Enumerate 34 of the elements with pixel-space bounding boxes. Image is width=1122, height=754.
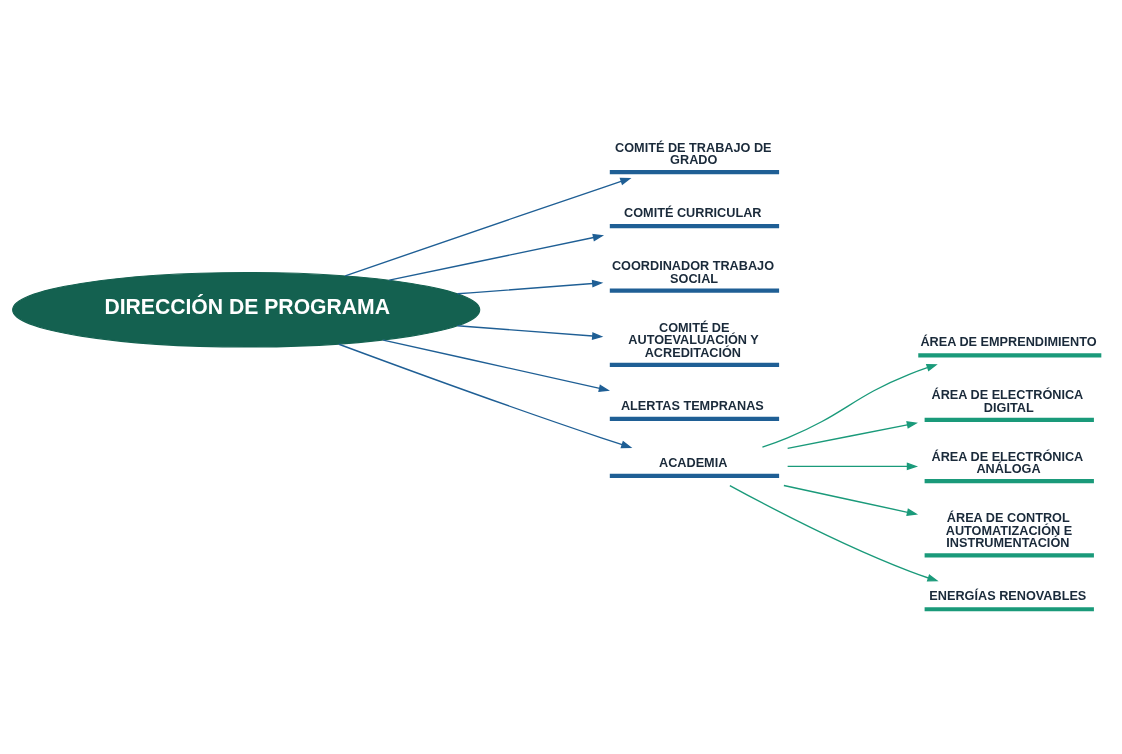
arrow xyxy=(456,279,604,294)
arrow xyxy=(382,338,610,392)
node-box xyxy=(918,352,1102,357)
node-label: ALERTAS TEMPRANAS xyxy=(620,398,764,413)
node-box xyxy=(609,473,780,478)
arrow xyxy=(344,177,632,276)
node-box xyxy=(609,416,780,421)
node-label: COORDINADOR TRABAJO SOCIAL xyxy=(611,258,775,286)
arrow xyxy=(456,324,604,340)
node-label: COMITÉ DE AUTOEVALUACIÓN Y ACREDITACIÓN xyxy=(628,320,759,360)
node-label: ACADEMIA xyxy=(659,455,728,470)
node-box xyxy=(609,169,780,174)
arrow xyxy=(786,420,918,449)
node-label: ENERGÍAS RENOVABLES xyxy=(929,588,1087,603)
arrow xyxy=(338,343,633,448)
node-box xyxy=(924,417,1094,422)
arrow xyxy=(729,484,939,582)
node-label: COMITÉ CURRICULAR xyxy=(624,205,762,220)
node-box xyxy=(609,223,780,228)
arrow xyxy=(786,461,918,470)
node-box xyxy=(609,362,780,367)
node-label: ÁREA DE EMPRENDIMIENTO xyxy=(920,334,1097,349)
node-label: COMITÉ DE TRABAJO DE GRADO xyxy=(615,140,772,167)
arrow xyxy=(761,363,938,448)
node-box xyxy=(924,552,1094,557)
node-label: ÁREA DE ELECTRÓNICA DIGITAL xyxy=(931,387,1084,415)
node-label: ÁREA DE CONTROL AUTOMATIZACIÓN E INSTRUMENTACIÓN xyxy=(945,510,1073,550)
node-ellipse: DIRECCIÓN DE PROGRAMA xyxy=(12,271,481,348)
node-box xyxy=(924,606,1094,611)
node-box xyxy=(924,478,1094,483)
node-label: ÁREA DE ELECTRÓNICA ANÁLOGA xyxy=(931,449,1084,476)
node-box xyxy=(609,288,780,293)
arrow xyxy=(388,233,605,281)
arrow xyxy=(783,484,919,516)
